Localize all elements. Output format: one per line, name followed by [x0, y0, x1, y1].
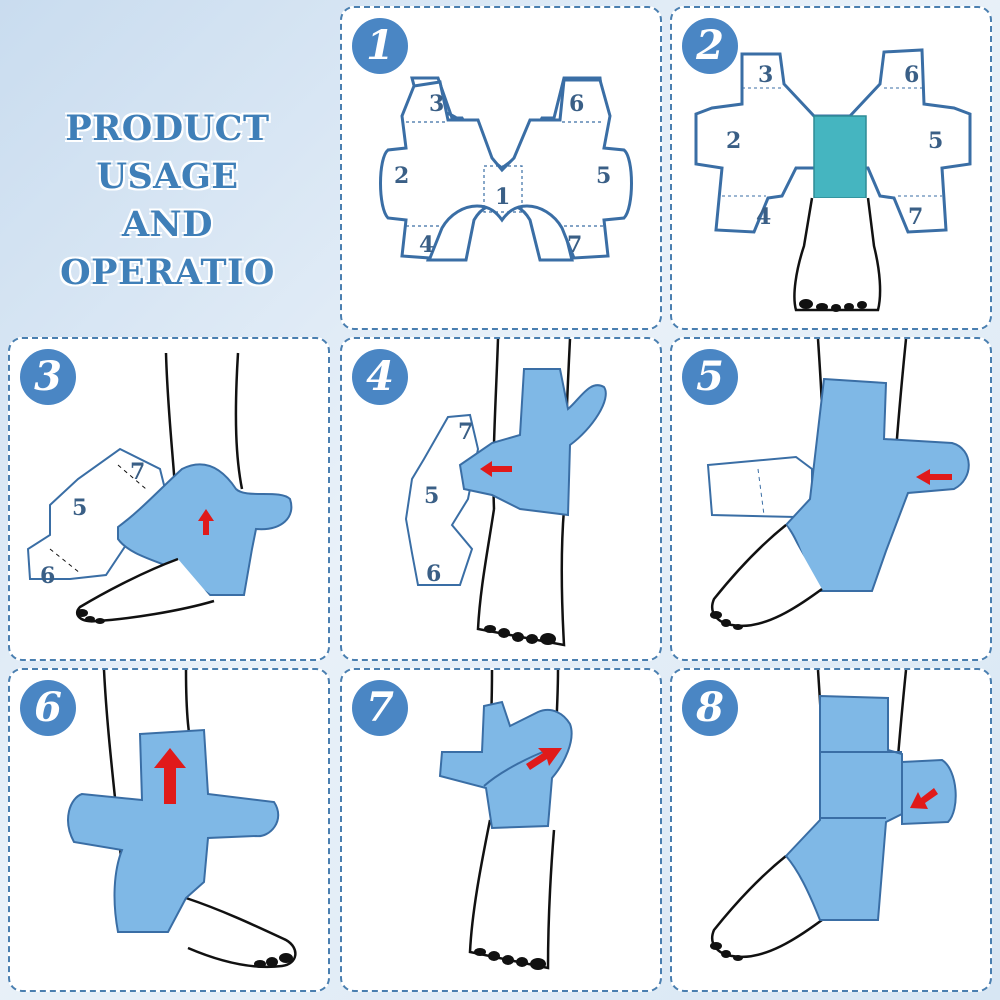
- title-line-1: PRODUCT USAGE: [65, 108, 270, 197]
- flap-label-2: 2: [394, 163, 409, 189]
- flap-label-2: 2: [726, 128, 741, 154]
- step-2-panel: 2 3 6 2 5 4 7: [670, 6, 992, 330]
- wrap-outline-loose: [404, 413, 480, 586]
- step-4-diagram: 7 5 6: [404, 339, 607, 647]
- title-line-2: AND: [122, 204, 213, 245]
- toes: [484, 625, 556, 645]
- toes: [799, 299, 867, 312]
- step-3-badge: 3: [20, 349, 76, 405]
- step-6-panel: 6: [8, 668, 330, 992]
- flap-label-7: 7: [458, 419, 473, 445]
- wrap-fabric: [67, 728, 280, 933]
- wrap-outline-loose: [26, 447, 172, 580]
- step-7-diagram: [438, 670, 573, 970]
- flap-label-4: 4: [419, 232, 434, 258]
- flap-label-1: 1: [495, 184, 510, 210]
- wrap-outline-main: [379, 78, 633, 260]
- step-3-panel: 3 7 5 6: [8, 337, 330, 661]
- direction-arrow: [910, 788, 938, 809]
- direction-arrow: [480, 461, 512, 477]
- step-5-diagram: [706, 339, 970, 630]
- foot-on-pad-diagram: 3 6 2 5 4 7: [694, 48, 972, 312]
- flap-label-5: 5: [424, 483, 439, 509]
- step-8-badge: 8: [682, 680, 738, 736]
- step-4-panel: 4 7 5 6: [340, 337, 662, 661]
- flap-label-7: 7: [567, 232, 582, 258]
- toes: [710, 942, 743, 961]
- wrap-fabric: [784, 694, 903, 921]
- direction-arrow: [916, 469, 952, 485]
- direction-arrow: [198, 509, 214, 535]
- foot-drawing: [185, 896, 297, 969]
- flap-label-6: 6: [426, 561, 441, 587]
- foot-drawing: [793, 197, 882, 312]
- direction-arrow: [154, 748, 186, 804]
- flap-label-3: 3: [429, 91, 444, 117]
- flap-label-3: 3: [758, 62, 773, 88]
- flap-label-6: 6: [40, 563, 55, 589]
- foot-drawing: [476, 508, 566, 647]
- page-title: PRODUCT USAGE AND OPERATIO: [0, 105, 335, 297]
- toes: [474, 948, 546, 970]
- flap-label-5: 5: [928, 128, 943, 154]
- flap-label-5: 5: [596, 163, 611, 189]
- title-line-3: OPERATIO: [60, 252, 275, 293]
- wrap-fabric: [458, 368, 607, 517]
- step-7-badge: 7: [352, 680, 408, 736]
- step-8-panel: 8: [670, 668, 992, 992]
- step-5-panel: 5: [670, 337, 992, 661]
- flap-label-7: 7: [908, 204, 923, 230]
- toes: [76, 609, 105, 624]
- direction-arrow: [526, 748, 562, 770]
- flap-label-4: 4: [756, 204, 771, 230]
- step-5-badge: 5: [682, 349, 738, 405]
- flap-label-6: 6: [569, 91, 584, 117]
- step-8-diagram: [710, 670, 957, 961]
- flap-label-5: 5: [72, 495, 87, 521]
- foot-drawing: [468, 819, 556, 970]
- step-7-panel: 7: [340, 668, 662, 992]
- step-1-panel: 1 3 6 2 5 1 4 7: [340, 6, 662, 330]
- center-pad: [813, 115, 867, 199]
- step-6-diagram: [67, 670, 297, 969]
- wrap-layout-diagram: 3 6 2 5 1 4 7: [379, 76, 633, 262]
- step-6-badge: 6: [20, 680, 76, 736]
- flap-label-7: 7: [130, 459, 145, 485]
- toes: [254, 953, 293, 968]
- toes: [710, 611, 743, 630]
- wrap-fabric: [438, 700, 573, 830]
- step-1-badge: 1: [352, 18, 408, 74]
- wrap-fabric: [784, 377, 970, 592]
- foot-drawing: [75, 557, 215, 623]
- step-4-badge: 4: [352, 349, 408, 405]
- flap-label-6: 6: [904, 62, 919, 88]
- step-2-badge: 2: [682, 18, 738, 74]
- step-3-diagram: 7 5 6: [26, 352, 293, 624]
